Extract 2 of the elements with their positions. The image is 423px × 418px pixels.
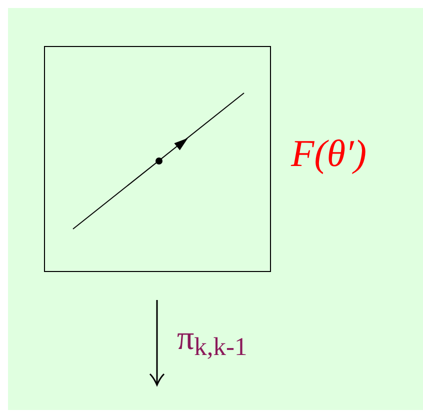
function-label: F(θ′) bbox=[291, 135, 366, 173]
square-frame bbox=[44, 46, 271, 272]
